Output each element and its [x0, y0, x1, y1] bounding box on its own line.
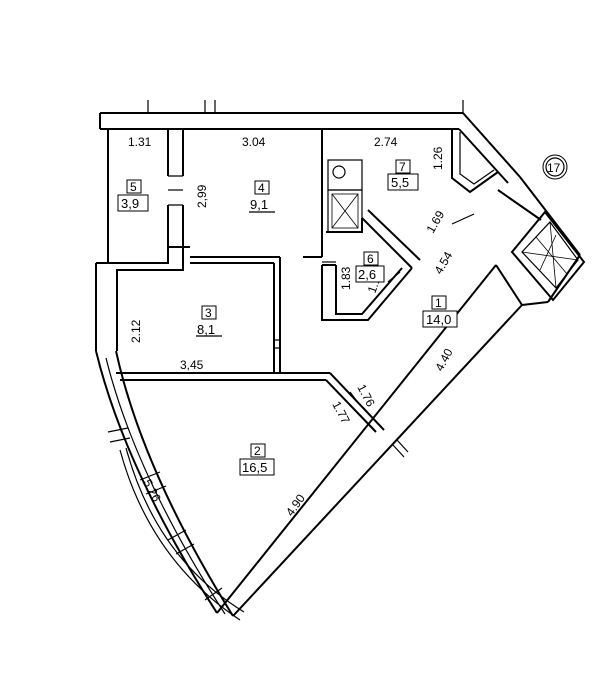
sink-fixture — [327, 189, 363, 233]
dim-2-99: 2,99 — [195, 184, 209, 208]
room-3-area: 8,1 — [197, 322, 215, 337]
room-3-number: 3 — [205, 306, 212, 320]
marker-17-label: 17 — [547, 161, 561, 175]
dimension-ticks — [349, 213, 475, 401]
dim-4-54: 4.54 — [431, 249, 455, 277]
room-1-area: 14,0 — [426, 312, 451, 327]
room-2-number: 2 — [254, 444, 261, 458]
room-2-area: 16,5 — [242, 460, 267, 475]
room-1-number: 1 — [435, 296, 442, 310]
room-7-label: 7 5,5 — [387, 159, 419, 191]
room-5-number: 5 — [130, 180, 137, 194]
room-7-number: 7 — [399, 160, 406, 174]
dimension-labels: 1.31 3.04 2.74 1.26 2,99 1.69 4.54 1.83 … — [128, 135, 456, 519]
room-5-area: 3,9 — [121, 196, 139, 211]
room-3-label: 3 8,1 — [196, 305, 222, 337]
room-4-number: 4 — [258, 181, 265, 195]
dim-1-31: 1.31 — [128, 135, 152, 149]
room-6-number: 6 — [367, 252, 374, 266]
dim-1-69: 1.69 — [423, 208, 447, 236]
room-6-area: 2,6 — [358, 267, 376, 282]
room-5-label: 5 3,9 — [117, 179, 149, 212]
room-4-area: 9,1 — [250, 197, 268, 212]
room-labels: 1 14,0 2 16,5 3 8,1 4 9,1 5 — [117, 159, 458, 476]
dim-2-12: 2.12 — [129, 319, 143, 343]
room-4-label: 4 9,1 — [249, 180, 275, 213]
dim-4-40: 4.40 — [432, 346, 455, 373]
ventilation-shaft — [510, 210, 586, 302]
bay-wall — [95, 350, 245, 621]
dim-3-04: 3.04 — [242, 135, 266, 149]
marker-17: 17 — [542, 154, 568, 180]
fixtures — [327, 159, 586, 302]
stove-fixture — [327, 159, 363, 191]
dim-1-76: 1.76 — [354, 382, 377, 409]
outer-walls — [95, 100, 581, 617]
dim-3-45: 3,45 — [180, 358, 204, 372]
interior-walls — [108, 129, 499, 433]
room-1-label: 1 14,0 — [422, 295, 458, 328]
room-7-area: 5,5 — [391, 175, 409, 190]
dim-2-74: 2.74 — [374, 135, 398, 149]
room-6-label: 6 2,6 — [355, 251, 385, 283]
dim-1-26: 1.26 — [431, 146, 445, 170]
dim-1-83: 1.83 — [339, 266, 353, 290]
room-2-label: 2 16,5 — [239, 443, 275, 476]
